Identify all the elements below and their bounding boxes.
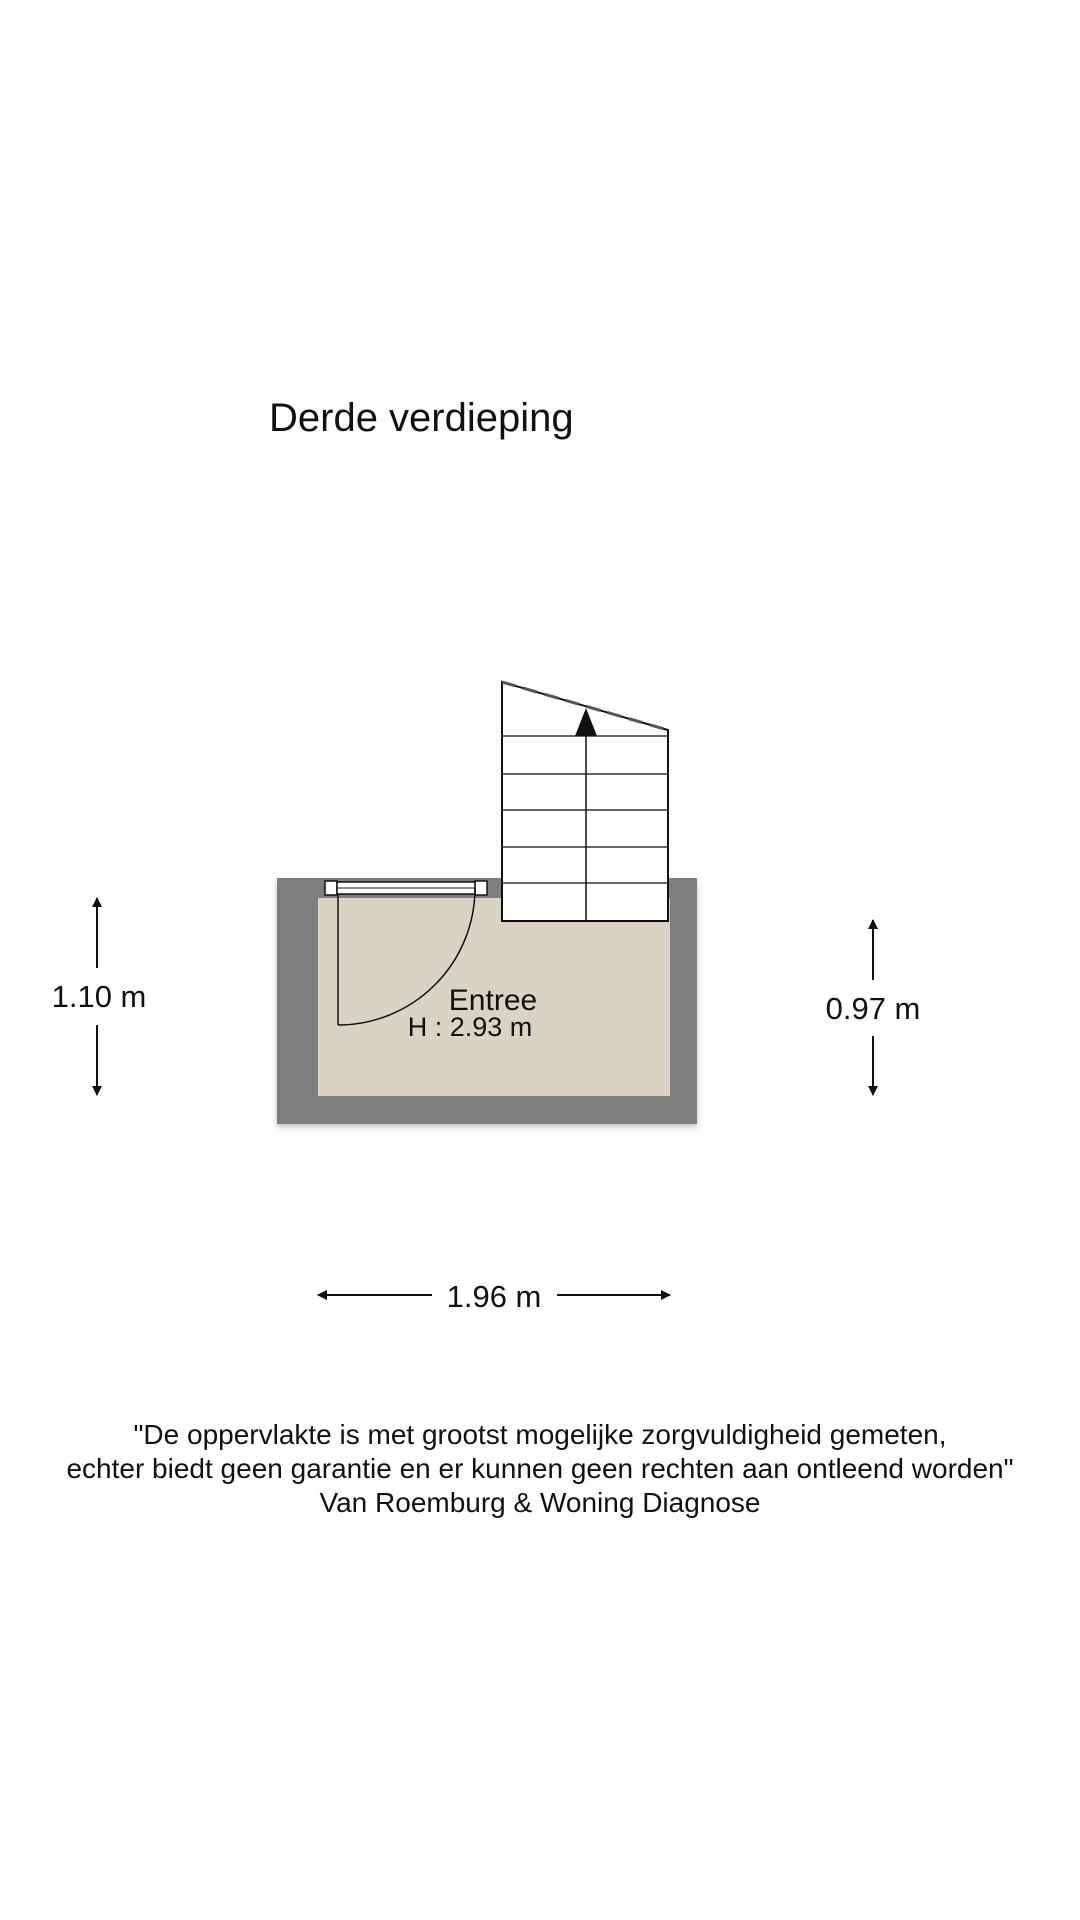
door-frame-left (324, 880, 338, 896)
right-height-dimension: 0.97 m (826, 919, 921, 1096)
disclaimer-line-2: echter biedt geen garantie en er kunnen … (66, 1453, 1014, 1484)
left-height-dimension: 1.10 m (52, 897, 147, 1096)
door (324, 880, 488, 1026)
disclaimer: "De oppervlakte is met grootst mogelijke… (0, 1418, 1080, 1520)
door-frame-right (474, 880, 488, 896)
floor-title: Derde verdieping (269, 396, 574, 440)
left-height-label: 1.10 m (52, 979, 147, 1014)
staircase (501, 680, 669, 922)
room-name: Entree (449, 984, 537, 1017)
disclaimer-company: Van Roemburg & Woning Diagnose (319, 1487, 761, 1518)
stairs-cut-line (501, 680, 669, 732)
stairs-direction-arrow-icon (575, 708, 597, 736)
disclaimer-line-1: "De oppervlakte is met grootst mogelijke… (133, 1419, 947, 1450)
width-label: 1.96 m (447, 1279, 542, 1314)
width-dimension: 1.96 m (317, 1279, 671, 1314)
room-floor (318, 898, 670, 1096)
right-height-label: 0.97 m (826, 991, 921, 1026)
door-swing-arc (337, 887, 476, 1026)
room-height: H : 2.93 m (408, 1012, 533, 1042)
